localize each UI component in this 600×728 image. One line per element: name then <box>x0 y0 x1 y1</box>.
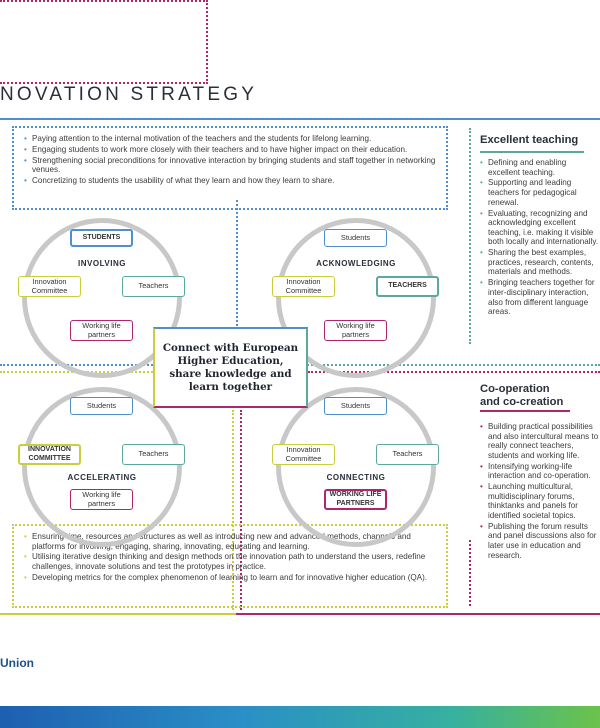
diagram-ring <box>22 387 182 547</box>
top-divider <box>0 118 600 120</box>
excellent-teaching-rule <box>480 151 584 153</box>
list-item: Evaluating, recognizing and acknowledgin… <box>480 209 600 247</box>
diagram-label: ACKNOWLEDGING <box>316 259 396 268</box>
node-students: Students <box>324 397 387 415</box>
mid-divider-magenta <box>308 371 600 373</box>
excellent-teaching-list: Defining and enabling excellent teaching… <box>480 158 600 318</box>
vertical-divider-top <box>236 200 238 326</box>
list-item: Strengthening social preconditions for i… <box>24 156 444 175</box>
list-item: Building practical possibilities and als… <box>480 422 600 460</box>
diagram-label: INVOLVING <box>78 259 126 268</box>
node-teachers: Teachers <box>376 444 439 465</box>
list-item: Paying attention to the internal motivat… <box>24 134 444 144</box>
bottom-goals-box-accent <box>0 0 208 84</box>
node-innovation-committee: Innovation Committee <box>272 444 335 465</box>
top-goals-box <box>12 126 448 210</box>
diagram-ring <box>276 387 436 547</box>
mid-divider-teal <box>236 364 600 366</box>
node-working-life-partners: Working life partners <box>324 320 387 341</box>
list-item: Publishing the forum results and panel d… <box>480 522 600 560</box>
footer-text: Union <box>0 656 34 670</box>
diagram-ring <box>276 218 436 378</box>
list-item: Utilising iterative design thinking and … <box>24 552 444 571</box>
bottom-divider-yellow <box>0 613 236 615</box>
cooperation-list: Building practical possibilities and als… <box>480 422 600 562</box>
node-innovation-committee: Innovation Committee <box>18 276 81 297</box>
node-working-life-partners: Working life partners <box>70 489 133 510</box>
node-teachers: Teachers <box>122 444 185 465</box>
diagram-ring <box>22 218 182 378</box>
list-item: Supporting and leading teachers for peda… <box>480 178 600 207</box>
list-item: Intensifying working-life interaction an… <box>480 462 600 481</box>
bottom-divider-magenta <box>236 613 600 615</box>
diagram-label: CONNECTING <box>326 473 386 482</box>
list-item: Engaging students to work more closely w… <box>24 145 444 155</box>
list-item: Launching multicultural, multidisciplina… <box>480 482 600 520</box>
side-divider-bottom <box>469 540 471 606</box>
node-students: Students <box>324 229 387 247</box>
center-message: Connect with European Higher Education, … <box>153 327 308 408</box>
top-goals-list: Paying attention to the internal motivat… <box>24 134 444 187</box>
bottom-goals-box <box>12 524 448 608</box>
node-students: Students <box>70 397 133 415</box>
list-item: Sharing the best examples, practices, re… <box>480 248 600 277</box>
footer-gradient-bar <box>0 706 600 728</box>
node-innovation-committee: Innovation Committee <box>272 276 335 297</box>
node-innovation-committee: INNOVATION COMMITTEE <box>18 444 81 465</box>
diagram-label: ACCELERATING <box>67 473 137 482</box>
node-working-life-partners: Working life partners <box>70 320 133 341</box>
bottom-goals-list: Ensuring time, resources and structures … <box>24 532 444 584</box>
list-item: Ensuring time, resources and structures … <box>24 532 444 551</box>
vertical-divider-bottom-yellow <box>232 410 234 610</box>
excellent-teaching-heading: Excellent teaching <box>480 134 579 146</box>
list-item: Developing metrics for the complex pheno… <box>24 573 444 583</box>
node-teachers: Teachers <box>122 276 185 297</box>
vertical-divider-bottom-magenta <box>240 410 242 610</box>
list-item: Defining and enabling excellent teaching… <box>480 158 600 177</box>
node-students: STUDENTS <box>70 229 133 247</box>
node-teachers: TEACHERS <box>376 276 439 297</box>
node-working-life-partners: WORKING LIFE PARTNERS <box>324 489 387 510</box>
page-title: NOVATION STRATEGY <box>0 84 258 105</box>
list-item: Bringing teachers together for inter-dis… <box>480 278 600 316</box>
cooperation-rule <box>480 410 570 412</box>
list-item: Concretizing to students the usability o… <box>24 176 444 186</box>
side-divider-top <box>469 128 471 344</box>
